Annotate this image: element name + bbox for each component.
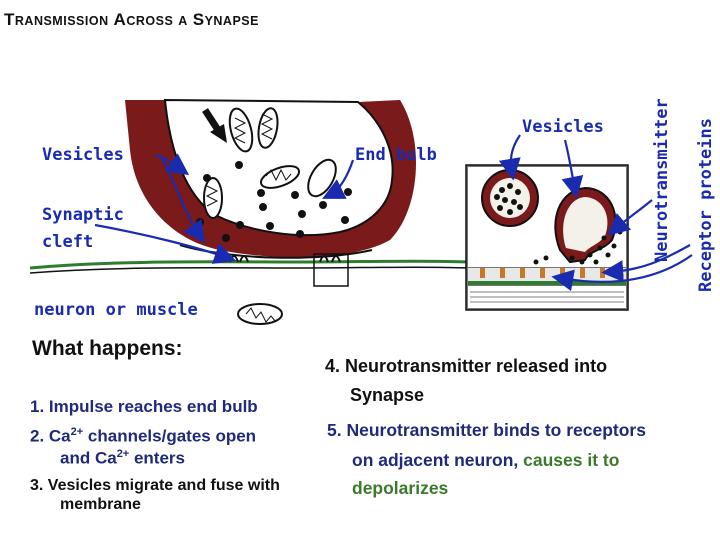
step-5-cont: on adjacent neuron, causes it to	[352, 450, 620, 470]
zoom-box	[313, 253, 349, 287]
step-5: 5. Neurotransmitter binds to receptors	[327, 420, 646, 440]
label-vesicles-left: Vesicles	[42, 145, 124, 165]
label-end-bulb: End bulb	[355, 145, 437, 165]
label-vesicles-right: Vesicles	[522, 117, 604, 137]
step-1: 1. Impulse reaches end bulb	[30, 397, 258, 416]
label-neuron-or-muscle: neuron or muscle	[34, 300, 198, 320]
step-2-cont: and Ca2+ enters	[60, 448, 185, 468]
zoomed-synapse-illustration	[465, 164, 629, 311]
label-receptor-proteins: Receptor proteins	[696, 118, 716, 292]
mitochondrion	[203, 177, 223, 219]
mitochondrion	[257, 107, 279, 149]
step-2: 2. Ca2+ channels/gates open	[30, 426, 257, 446]
label-synaptic: Synaptic	[42, 205, 124, 225]
end-bulb-illustration	[29, 98, 471, 325]
mitochondrion	[259, 165, 301, 189]
diagram-title: TRANSMISSION ACROSS A SYNAPSE	[4, 10, 259, 29]
label-neurotransmitter: Neurotransmitter	[652, 98, 672, 262]
label-cleft: cleft	[42, 232, 93, 252]
axon-membrane	[125, 100, 417, 258]
mitochondrion	[237, 303, 283, 325]
step-3-cont: membrane	[60, 496, 141, 513]
step-5-end: depolarizes	[352, 478, 449, 498]
what-happens-heading: What happens:	[32, 337, 183, 360]
synapse-diagram: Vesicles End bulb Synaptic cleft neuron …	[29, 98, 716, 325]
step-4-cont: Synapse	[350, 385, 425, 405]
step-3: 3. Vesicles migrate and fuse with	[30, 477, 280, 494]
mitochondrion	[228, 107, 254, 153]
postsynaptic-membrane	[29, 259, 471, 270]
step-4: 4. Neurotransmitter released into	[325, 356, 608, 376]
